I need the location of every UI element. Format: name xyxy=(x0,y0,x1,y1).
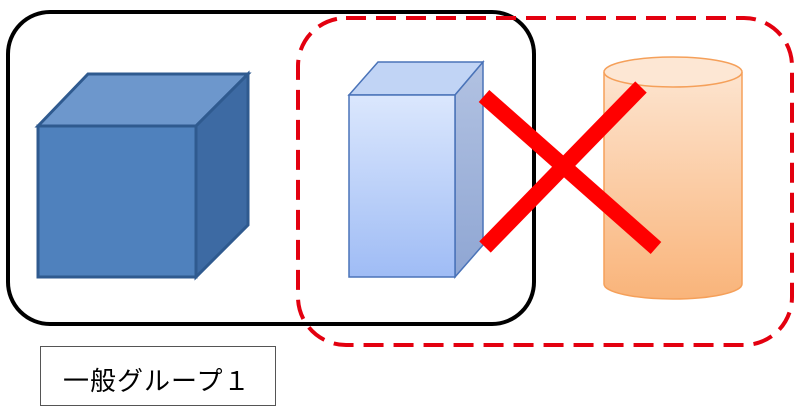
prism-icon xyxy=(347,59,485,279)
group-label-box: 一般グループ１ xyxy=(40,346,276,406)
general-group-boundary xyxy=(6,10,536,326)
cube-icon xyxy=(34,70,252,281)
group-label-text: 一般グループ１ xyxy=(63,367,251,397)
excluded-group-boundary xyxy=(296,16,794,347)
cross-mark-icon xyxy=(478,81,662,254)
